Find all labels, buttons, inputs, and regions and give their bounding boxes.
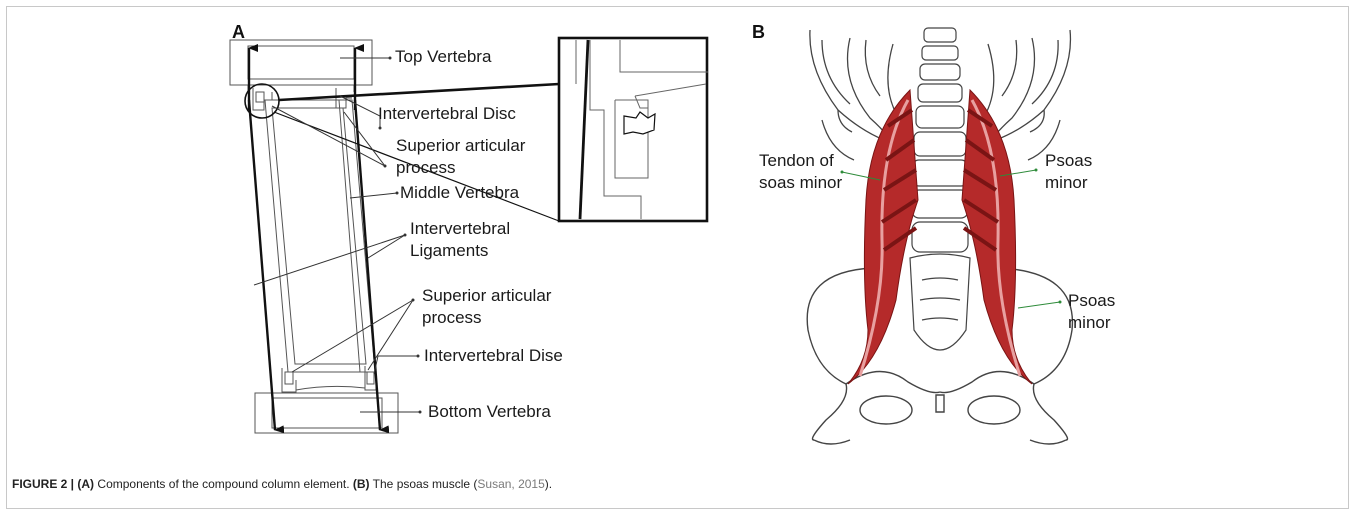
label-tendon-psoas-minor: Tendon of soas minor bbox=[759, 150, 869, 194]
label-psoas-minor-upper: Psoas minor bbox=[1045, 150, 1105, 194]
top-vertebra-shape bbox=[230, 40, 372, 92]
label-top-vertebra: Top Vertebra bbox=[395, 46, 491, 68]
label-superior-articular-process-top: Superior articular process bbox=[396, 135, 556, 179]
psoas-anatomy-illustration bbox=[807, 28, 1072, 444]
load-arrows bbox=[249, 48, 380, 430]
panel-a-letter: A bbox=[232, 22, 245, 43]
figure-caption: FIGURE 2 | (A) Components of the compoun… bbox=[12, 477, 552, 491]
right-psoas-muscle bbox=[962, 90, 1032, 384]
caption-part-b: (B) bbox=[353, 477, 370, 491]
left-psoas-muscle bbox=[848, 90, 918, 384]
label-intervertebral-disc-top: Intervertebral Disc bbox=[378, 103, 516, 125]
caption-part-a: (A) bbox=[77, 477, 94, 491]
label-intervertebral-ligaments: Intervertebral Ligaments bbox=[410, 218, 550, 262]
caption-text-b: The psoas muscle ( bbox=[370, 477, 478, 491]
caption-text-a: Components of the compound column elemen… bbox=[94, 477, 353, 491]
label-intervertebral-disc-bottom: Intervertebral Dise bbox=[424, 345, 563, 367]
spine bbox=[910, 28, 970, 350]
label-psoas-minor-lower: Psoas minor bbox=[1068, 290, 1128, 334]
panel-b-letter: B bbox=[752, 22, 765, 43]
caption-end: ). bbox=[545, 477, 552, 491]
caption-citation[interactable]: Susan, 2015 bbox=[477, 477, 544, 491]
label-superior-articular-process-bottom: Superior articular process bbox=[422, 285, 612, 329]
label-middle-vertebra: Middle Vertebra bbox=[400, 182, 519, 204]
label-bottom-vertebra: Bottom Vertebra bbox=[428, 401, 551, 423]
caption-figure-label: FIGURE 2 | bbox=[12, 477, 74, 491]
